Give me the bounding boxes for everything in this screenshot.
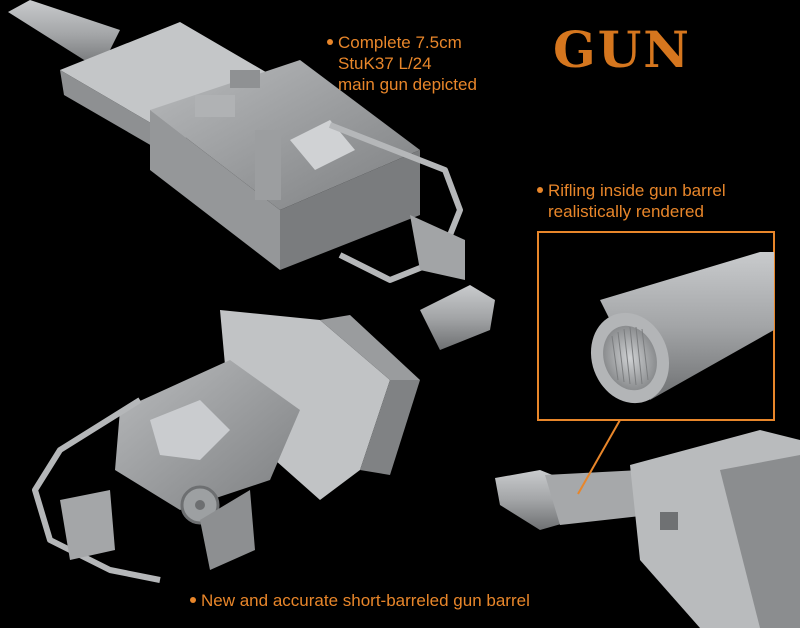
caption-line: Complete 7.5cm [338,33,462,52]
caption-barrel: New and accurate short-barreled gun barr… [190,590,530,611]
caption-line: Rifling inside gun barrel [548,181,726,200]
bullet-dot [190,596,196,603]
caption-line: realistically rendered [548,202,704,221]
gun-title: GUN [553,20,692,79]
caption-rifling: Rifling inside gun barrel realistically … [537,180,726,222]
gun-render-bottom [32,285,495,583]
bullet-dot [327,38,333,45]
caption-complete-gun: Complete 7.5cm StuK37 L/24 main gun depi… [327,32,477,95]
caption-line: StuK37 L/24 [338,54,432,73]
gun-render-top [8,0,465,283]
caption-line: New and accurate short-barreled gun barr… [201,591,530,610]
caption-line: main gun depicted [338,75,477,94]
gun-render-closeup [495,430,800,628]
rifling-detail-inset [537,231,775,495]
bullet-dot [537,186,543,193]
